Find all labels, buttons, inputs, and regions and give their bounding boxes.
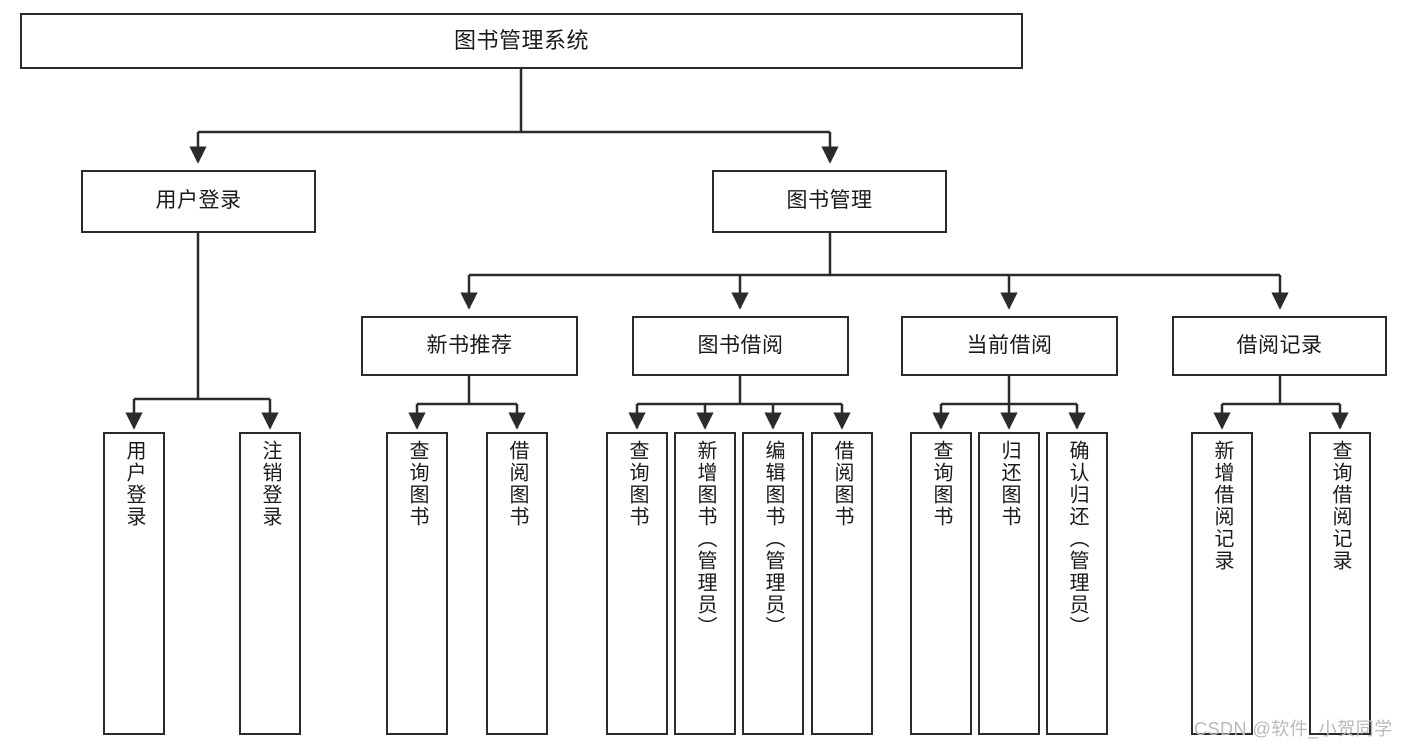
node-label: 查询借阅记录: [1329, 440, 1351, 572]
node-book-management[interactable]: 图书管理: [712, 170, 947, 233]
node-leaf-query-book-borrow[interactable]: 查询图书: [606, 432, 668, 735]
node-label: 编辑图书（管理员）: [762, 440, 784, 638]
node-label: 用户登录: [123, 440, 145, 528]
node-label: 用户登录: [155, 189, 242, 213]
node-leaf-user-login[interactable]: 用户登录: [103, 432, 165, 735]
node-label: 查询图书: [406, 440, 428, 528]
node-label: 归还图书: [998, 440, 1020, 528]
node-leaf-query-book-recommend[interactable]: 查询图书: [386, 432, 448, 735]
node-leaf-query-book-current[interactable]: 查询图书: [910, 432, 972, 735]
node-leaf-add-book-admin[interactable]: 新增图书（管理员）: [674, 432, 736, 735]
node-book-borrow[interactable]: 图书借阅: [632, 316, 849, 376]
node-leaf-edit-book-admin[interactable]: 编辑图书（管理员）: [742, 432, 804, 735]
node-label: 图书管理: [786, 189, 873, 213]
node-root-book-management-system[interactable]: 图书管理系统: [20, 13, 1023, 69]
node-new-book-recommend[interactable]: 新书推荐: [361, 316, 578, 376]
node-label: 新书推荐: [426, 333, 513, 357]
node-leaf-return-book[interactable]: 归还图书: [978, 432, 1040, 735]
node-leaf-query-borrow-record[interactable]: 查询借阅记录: [1309, 432, 1371, 735]
node-label: 借阅图书: [506, 440, 528, 528]
node-label: 新增图书（管理员）: [694, 440, 716, 638]
node-borrow-record[interactable]: 借阅记录: [1172, 316, 1387, 376]
node-label: 借阅图书: [831, 440, 853, 528]
node-label: 确认归还（管理员）: [1066, 440, 1088, 638]
node-label: 新增借阅记录: [1211, 440, 1233, 572]
watermark-text: CSDN @软件_小贺同学: [1194, 719, 1393, 739]
node-current-borrow[interactable]: 当前借阅: [901, 316, 1118, 376]
node-label: 借阅记录: [1236, 333, 1323, 357]
node-user-login[interactable]: 用户登录: [81, 170, 316, 233]
node-leaf-borrow-book-recommend[interactable]: 借阅图书: [486, 432, 548, 735]
node-label: 注销登录: [259, 440, 281, 528]
node-label: 查询图书: [930, 440, 952, 528]
node-label: 图书借阅: [697, 333, 784, 357]
node-label: 图书管理系统: [453, 28, 589, 54]
node-label: 查询图书: [626, 440, 648, 528]
node-leaf-logout[interactable]: 注销登录: [239, 432, 301, 735]
node-label: 当前借阅: [966, 333, 1053, 357]
node-leaf-borrow-book[interactable]: 借阅图书: [811, 432, 873, 735]
node-leaf-confirm-return-admin[interactable]: 确认归还（管理员）: [1046, 432, 1108, 735]
node-leaf-add-borrow-record[interactable]: 新增借阅记录: [1191, 432, 1253, 735]
